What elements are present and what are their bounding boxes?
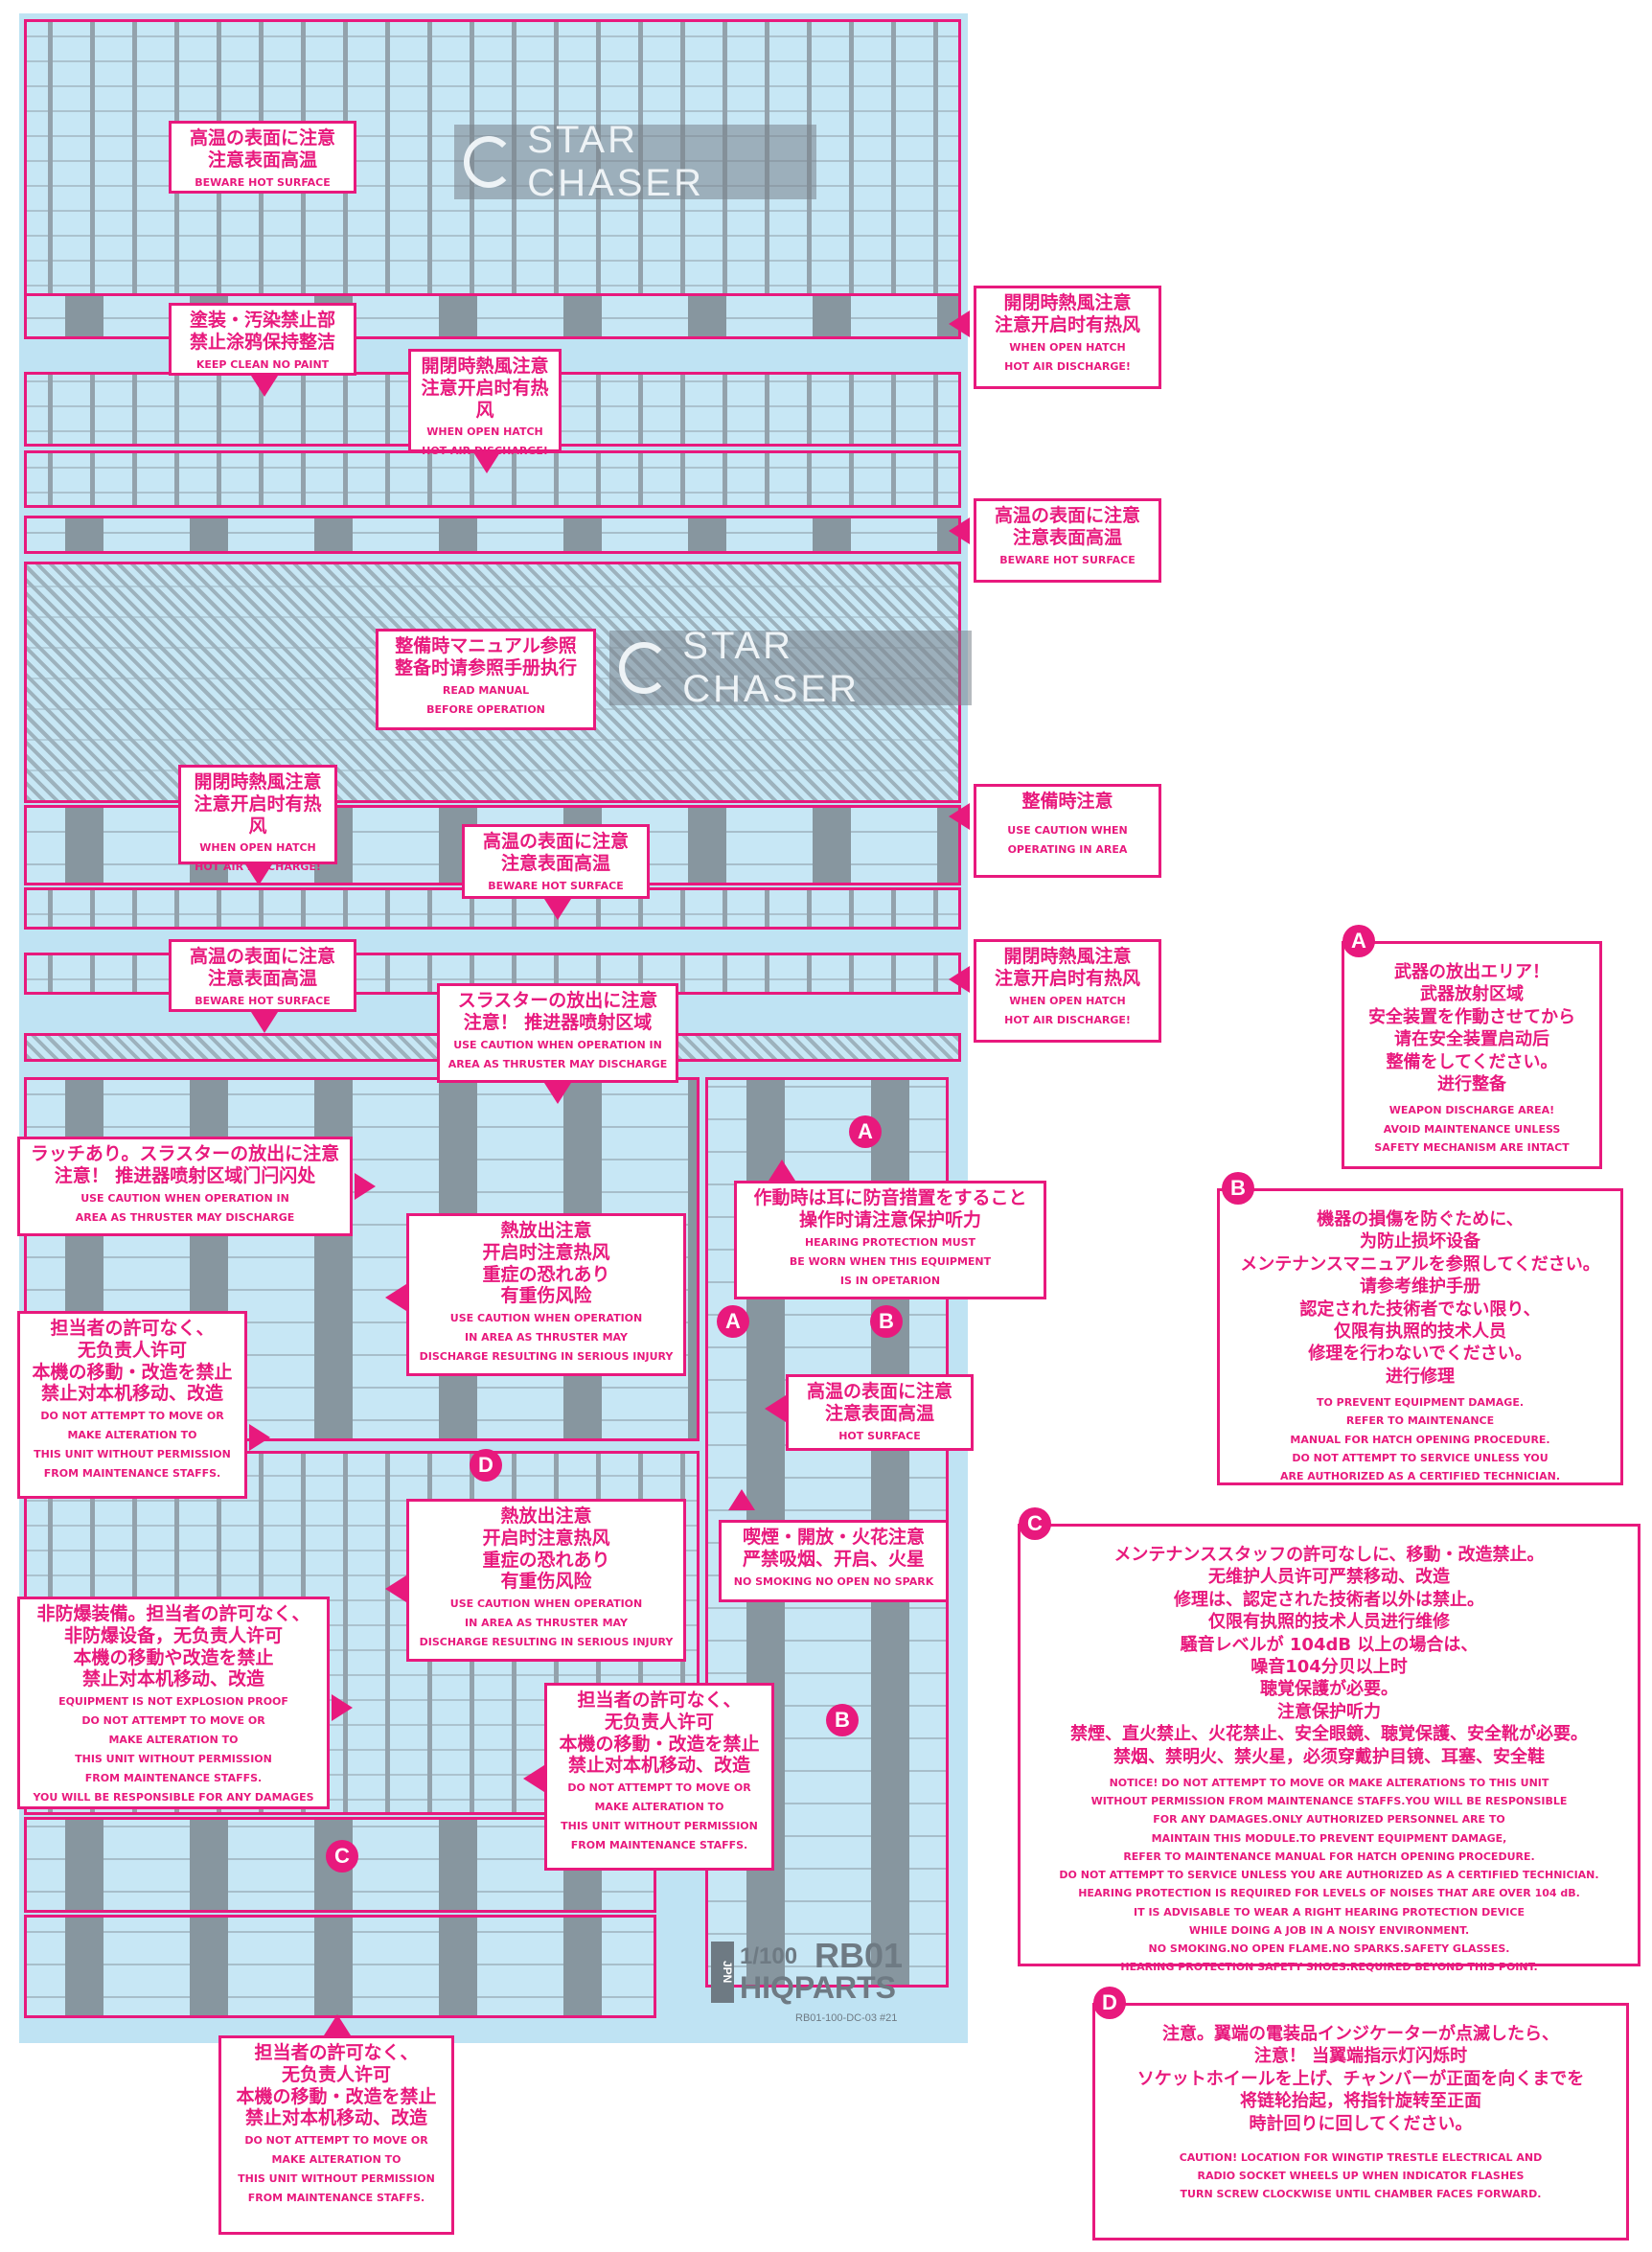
brand-jpn: JPN <box>711 1942 734 2003</box>
arrow-icon <box>949 966 970 993</box>
callout-latch-thruster: ラッチあり。スラスターの放出に注意注意！ 推进器喷射区域门闩闪处 USE CAU… <box>17 1137 353 1236</box>
arrow-icon <box>523 1765 544 1792</box>
arrow-icon <box>765 1395 786 1422</box>
legend-badge-d: D <box>1093 1987 1126 2019</box>
legend-badge-a: A <box>1342 925 1375 957</box>
legend-badge-b: B <box>1222 1172 1254 1205</box>
callout-no-move: 担当者の許可なく、无负责人许可本機の移動・改造を禁止禁止对本机移动、改造 DO … <box>544 1683 774 1871</box>
callout-heat-discharge: 熱放出注意开启时注意热风重症の恐れあり有重伤风险 USE CAUTION WHE… <box>406 1499 686 1662</box>
arrow-icon <box>245 864 272 885</box>
arrow-icon <box>949 803 970 830</box>
legend-d: D 注意。翼端の電装品インジケーターが点滅したら、注意！ 当翼端指示灯闪烁时ソケ… <box>1092 1987 1629 2241</box>
badge-a: A <box>717 1305 749 1338</box>
brand-model: RB01 <box>815 1936 904 1975</box>
badge-d: D <box>470 1449 502 1482</box>
arrow-icon <box>544 899 571 920</box>
badge-b: B <box>870 1305 903 1338</box>
arrow-icon <box>249 1424 270 1451</box>
brand-code: RB01-100-DC-03 #21 <box>795 2012 898 2024</box>
watermark: STAR CHASER <box>454 119 816 204</box>
arrow-icon <box>544 1083 571 1104</box>
arrow-icon <box>385 1284 406 1311</box>
arrow-icon <box>385 1575 406 1602</box>
arrow-icon <box>251 376 278 397</box>
callout-no-move: 担当者の許可なく、无负责人许可本機の移動・改造を禁止禁止对本机移动、改造 DO … <box>17 1311 247 1499</box>
badge-b: B <box>826 1704 859 1736</box>
arrow-icon <box>949 310 970 337</box>
callout-no-move: 担当者の許可なく、无负责人许可本機の移動・改造を禁止禁止对本机移动、改造 DO … <box>218 2035 454 2235</box>
legend-b: B 機器の損傷を防ぐために、为防止损坏设备メンテナンスマニュアルを参照してくださ… <box>1217 1172 1623 1485</box>
arrow-icon <box>728 1489 755 1510</box>
arrow-icon <box>332 1694 353 1721</box>
arrow-icon <box>473 452 500 473</box>
brand-block: JPN 1/100 RB01 HIQPARTS RB01-100-DC-03 #… <box>711 1936 951 2035</box>
arrow-icon <box>949 517 970 544</box>
arrow-icon <box>324 2014 351 2035</box>
decal-strip <box>24 1915 656 2018</box>
callout-hearing: 作動時は耳に防音措置をすること操作时请注意保护听力 HEARING PROTEC… <box>734 1181 1046 1299</box>
brand-scale: 1/100 <box>740 1943 798 1969</box>
legend-badge-c: C <box>1019 1507 1051 1540</box>
arrow-icon <box>251 1012 278 1033</box>
decal-strip <box>24 293 961 339</box>
arrow-icon <box>355 1173 376 1200</box>
decal-strip <box>24 516 961 554</box>
arrow-icon <box>769 1160 795 1181</box>
watermark: STAR CHASER <box>609 625 972 710</box>
callout-explosion-proof: 非防爆装備。担当者の許可なく、非防爆设备，无负责人许可本機の移動や改造を禁止禁止… <box>17 1597 330 1809</box>
legend-a: A 武器の放出エリア！武器放射区域安全装置を作動させてから 请在安全装置启动后整… <box>1342 925 1602 1169</box>
callout-thruster: スラスターの放出に注意注意！ 推进器喷射区域 USE CAUTION WHEN … <box>437 983 678 1083</box>
brand-maker: HIQPARTS <box>740 1970 896 2005</box>
badge-c: C <box>326 1840 358 1873</box>
callout-heat-discharge: 熱放出注意开启时注意热风重症の恐れあり有重伤风险 USE CAUTION WHE… <box>406 1213 686 1376</box>
badge-a: A <box>849 1115 882 1148</box>
legend-c: C メンテナンススタッフの許可なしに、移動・改造禁止。无维护人员许可严禁移动、改… <box>1018 1507 1641 1973</box>
